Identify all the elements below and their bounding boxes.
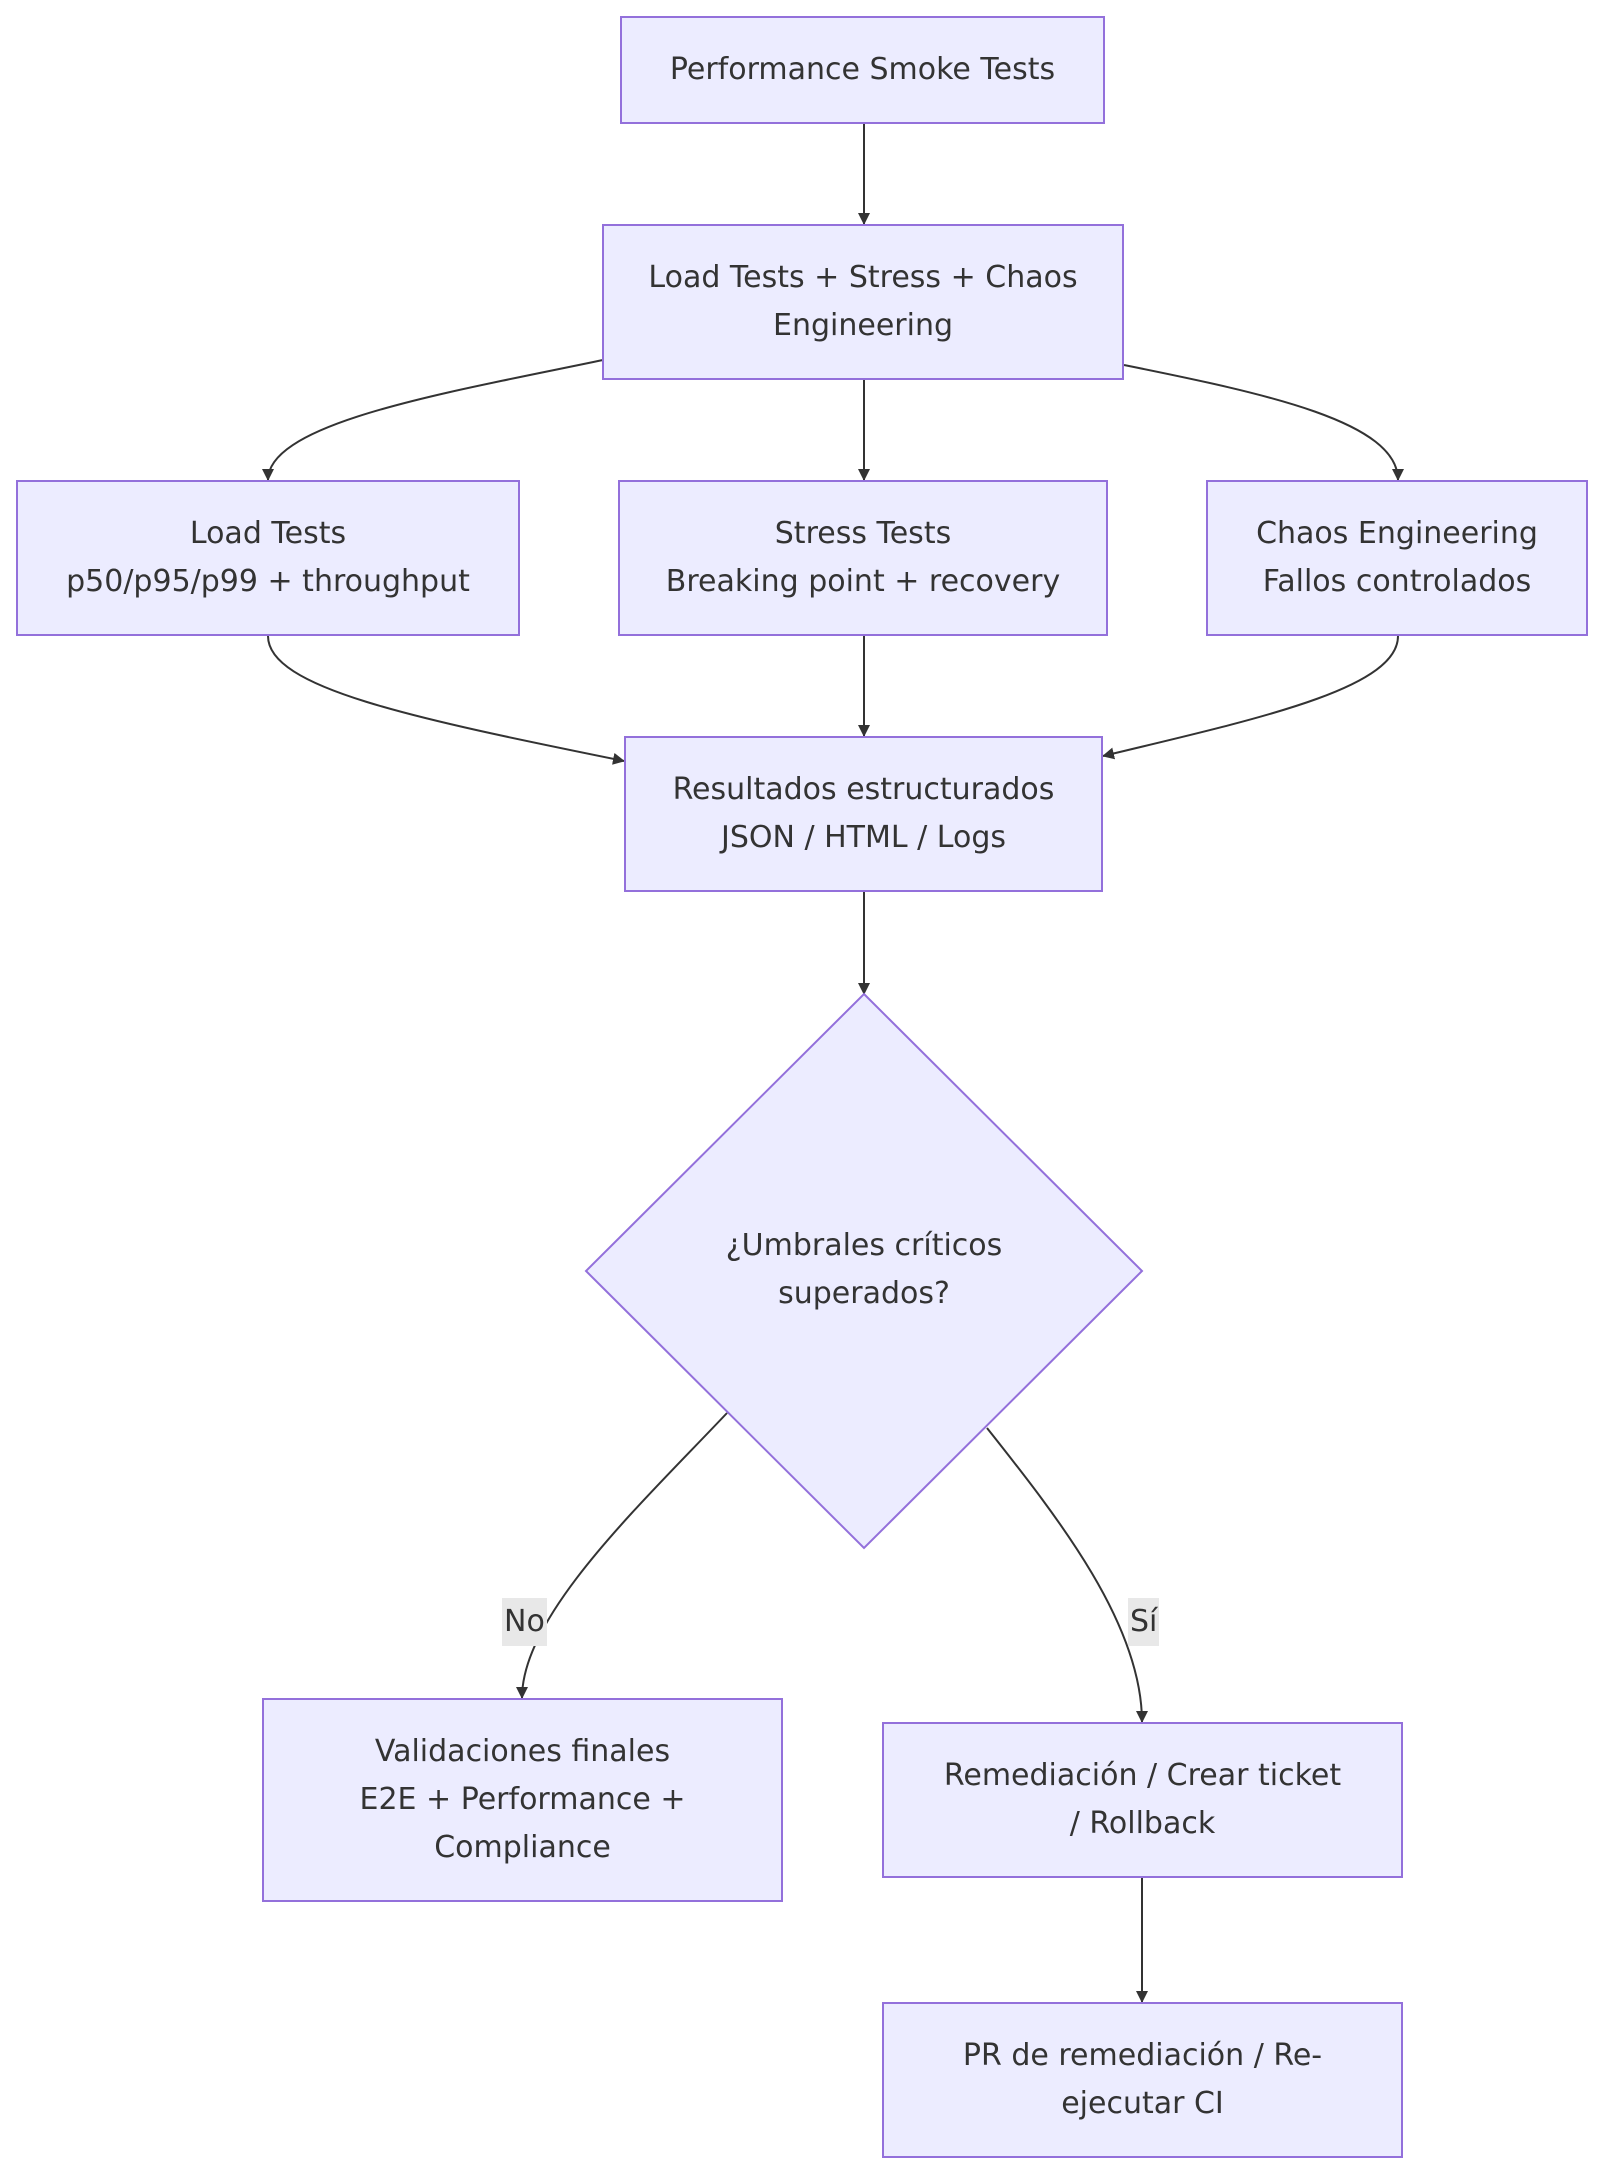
node-label: JSON / HTML / Logs — [721, 820, 1006, 855]
decision-label-line: superados? — [778, 1276, 950, 1311]
node-label: Fallos controlados — [1262, 564, 1532, 599]
edge-load-to-results — [267, 635, 625, 765]
node-label: Resultados estructurados — [672, 772, 1055, 807]
node-label: Stress Tests — [774, 516, 952, 551]
edge-label-yes: Sí — [1128, 1598, 1160, 1646]
node-label: Performance Smoke Tests — [669, 52, 1056, 87]
node-load-tests: Load Tests p50/p95/p99 + throughput — [16, 480, 520, 636]
edge-combo-to-load — [262, 359, 604, 481]
node-remediation-pr: PR de remediación / Re- ejecutar CI — [882, 2002, 1403, 2158]
node-label: ejecutar CI — [1061, 2086, 1224, 2121]
edge-combo-to-chaos — [1123, 364, 1404, 481]
node-performance-smoke-tests: Performance Smoke Tests — [620, 16, 1105, 124]
decision-label: ¿Umbrales críticos superados? — [664, 1172, 1064, 1368]
node-label: p50/p95/p99 + throughput — [66, 564, 470, 599]
node-stress-tests: Stress Tests Breaking point + recovery — [618, 480, 1108, 636]
edge-label-no: No — [502, 1598, 547, 1646]
node-label: Breaking point + recovery — [665, 564, 1061, 599]
edge-decision-to-final — [516, 1412, 728, 1699]
edge-decision-to-remediation — [986, 1427, 1148, 1723]
node-final-validations: Validaciones finales E2E + Performance +… — [262, 1698, 783, 1902]
node-label: Remediación / Crear ticket — [943, 1758, 1342, 1793]
node-label: E2E + Performance + — [359, 1782, 686, 1817]
decision-label-line: ¿Umbrales críticos — [725, 1228, 1003, 1263]
decision-diamond — [584, 992, 1144, 1550]
node-label: Compliance — [434, 1830, 611, 1865]
node-label: Chaos Engineering — [1256, 516, 1538, 551]
node-load-stress-chaos: Load Tests + Stress + Chaos Engineering — [602, 224, 1124, 380]
edge-chaos-to-results — [1102, 635, 1399, 760]
node-structured-results: Resultados estructurados JSON / HTML / L… — [624, 736, 1103, 892]
node-label: Engineering — [773, 308, 953, 343]
node-label: Validaciones finales — [374, 1734, 671, 1769]
node-label: Load Tests — [189, 516, 347, 551]
node-label: Load Tests + Stress + Chaos — [648, 260, 1078, 295]
node-label: PR de remediación / Re- — [962, 2038, 1323, 2073]
node-label: / Rollback — [1069, 1806, 1216, 1841]
node-chaos-engineering: Chaos Engineering Fallos controlados — [1206, 480, 1588, 636]
node-remediation: Remediación / Crear ticket / Rollback — [882, 1722, 1403, 1878]
